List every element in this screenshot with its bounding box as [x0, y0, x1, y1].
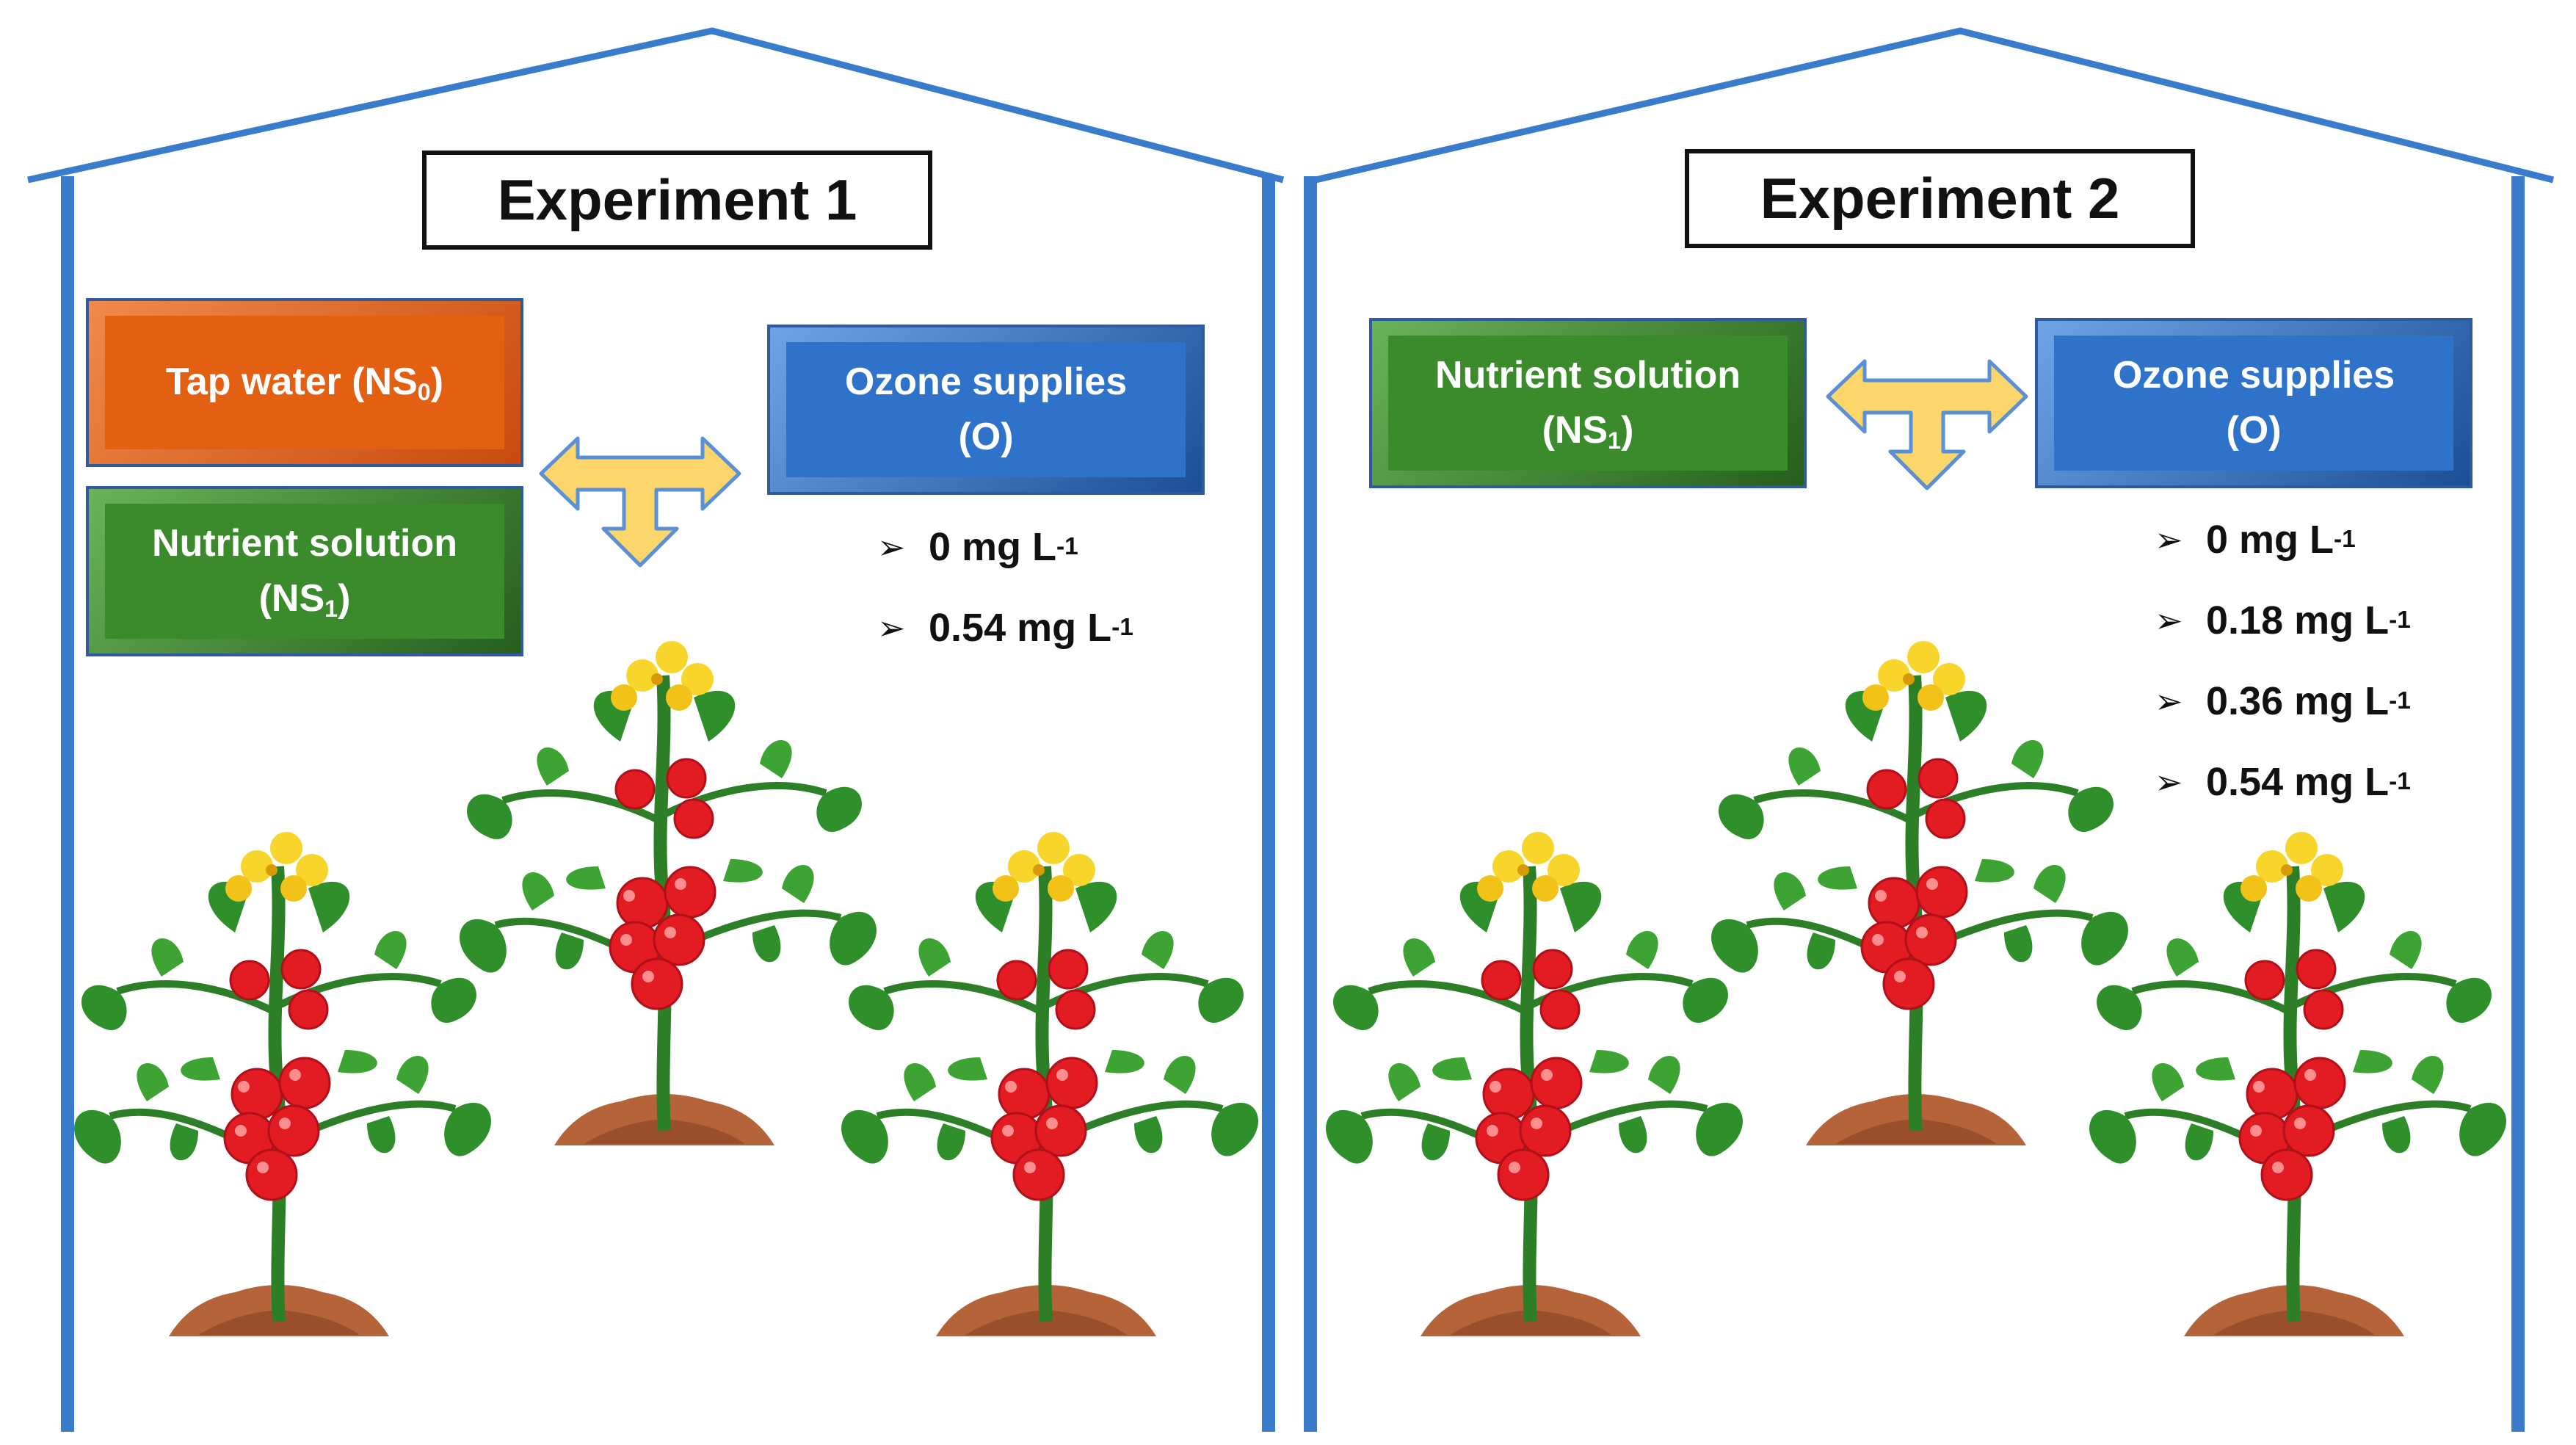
ozone-level-item: ➢0 mg L-1 — [877, 525, 1078, 569]
tap-water-box: Tap water (NS0) — [86, 298, 523, 467]
arrowhead-bullet-icon: ➢ — [2155, 682, 2183, 720]
ozone-levels-2: ➢0 mg L-1 ➢0.18 mg L-1 ➢0.36 mg L-1 ➢0.5… — [2155, 499, 2411, 822]
experiment-2-title: Experiment 2 — [1685, 149, 2195, 248]
ozone-supplies-box-1: Ozone supplies (O) — [767, 325, 1205, 495]
greenhouse-frame-2 — [1304, 27, 2555, 1432]
arrowhead-bullet-icon: ➢ — [2155, 763, 2183, 801]
experiment-1-title: Experiment 1 — [422, 151, 932, 250]
ozone-levels-1: ➢0 mg L-1 ➢0.54 mg L-1 — [877, 507, 1133, 668]
ozone-level-item: ➢0.54 mg L-1 — [877, 606, 1133, 650]
arrowhead-bullet-icon: ➢ — [877, 528, 906, 566]
ozone-level-item: ➢0.36 mg L-1 — [2155, 679, 2411, 723]
arrowhead-bullet-icon: ➢ — [2155, 521, 2183, 559]
greenhouse-frame-1 — [27, 27, 1285, 1432]
arrowhead-bullet-icon: ➢ — [2155, 601, 2183, 640]
ozone-level-item: ➢0.54 mg L-1 — [2155, 760, 2411, 804]
arrowhead-bullet-icon: ➢ — [877, 609, 906, 647]
nutrient-solution-box-2: Nutrient solution (NS1) — [1369, 318, 1807, 488]
ozone-level-item: ➢0.18 mg L-1 — [2155, 598, 2411, 642]
ozone-level-item: ➢0 mg L-1 — [2155, 518, 2356, 562]
ozone-supplies-box-2: Ozone supplies (O) — [2035, 318, 2472, 488]
nutrient-solution-box-1: Nutrient solution (NS1) — [86, 486, 523, 656]
